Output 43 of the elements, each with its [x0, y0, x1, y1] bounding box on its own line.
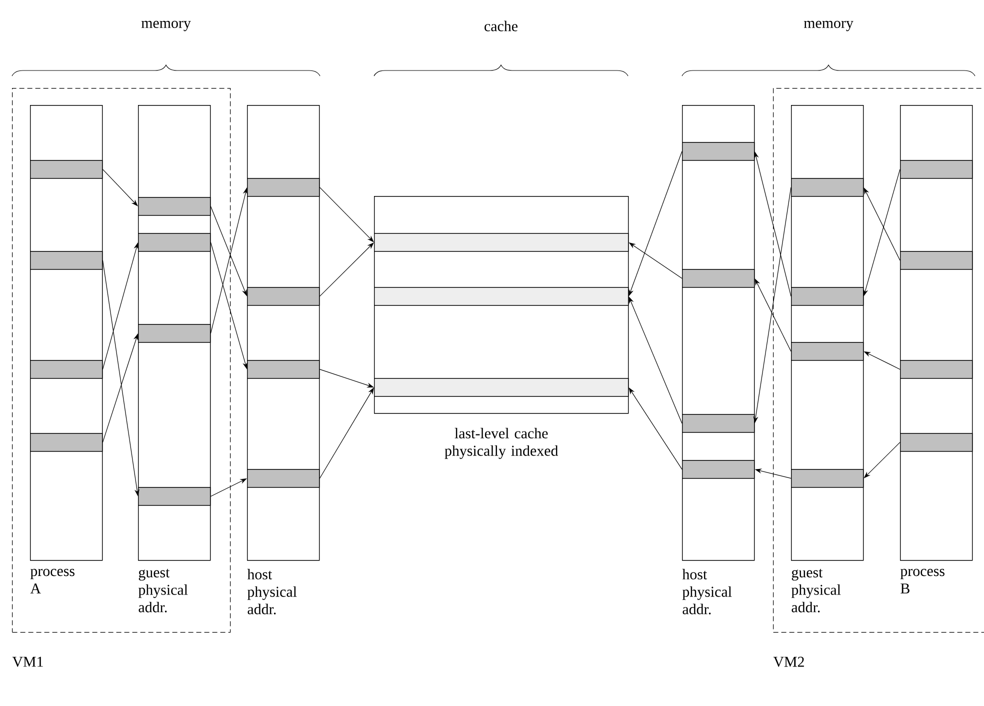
arrow — [210, 478, 247, 497]
memory-column: process A — [30, 105, 103, 594]
memory-slot — [682, 142, 755, 161]
brace-label: cache — [484, 20, 518, 32]
memory-slot — [682, 460, 755, 479]
memory-slot — [900, 160, 973, 179]
memory-slot — [247, 287, 320, 306]
node-label: last-level cache physically indexed — [444, 428, 558, 459]
memory-slot — [791, 287, 864, 306]
node-label: guest physical addr. — [791, 568, 841, 612]
brace-label: memory — [804, 20, 854, 32]
node-label: host physical addr. — [247, 568, 297, 614]
memory-slot — [30, 360, 103, 379]
node-label: VM1 — [12, 656, 43, 667]
memory-slot — [791, 342, 864, 361]
node-label: guest physical addr. — [138, 568, 188, 612]
memory-slot — [138, 324, 211, 343]
memory-slot — [900, 433, 973, 452]
node-label: process A — [30, 568, 74, 594]
memory-slot — [138, 197, 211, 216]
memory-slot — [900, 360, 973, 379]
memory-slot — [682, 269, 755, 288]
node-label: VM2 — [773, 656, 804, 667]
memory-slot — [247, 178, 320, 197]
memory-slot — [30, 433, 103, 452]
brace-label: memory — [141, 20, 191, 32]
memory-slot — [682, 414, 755, 433]
memory-slot — [138, 233, 211, 252]
memory-slot — [791, 178, 864, 197]
memory-slot — [247, 469, 320, 488]
memory-slot — [30, 160, 103, 179]
memory-column: guest physical addr. — [138, 105, 211, 612]
memory-slot — [900, 251, 973, 270]
memory-slot — [138, 487, 211, 506]
memory-column: process B — [900, 105, 973, 594]
arrow — [319, 187, 374, 242]
memory-slot — [791, 469, 864, 488]
memory-column: guest physical addr. — [791, 105, 864, 612]
node-label: host physical addr. — [682, 568, 732, 614]
node-label: process B — [900, 568, 944, 594]
memory-column: host physical addr. — [247, 105, 320, 614]
memory-slot — [247, 360, 320, 379]
memory-slot — [30, 251, 103, 270]
